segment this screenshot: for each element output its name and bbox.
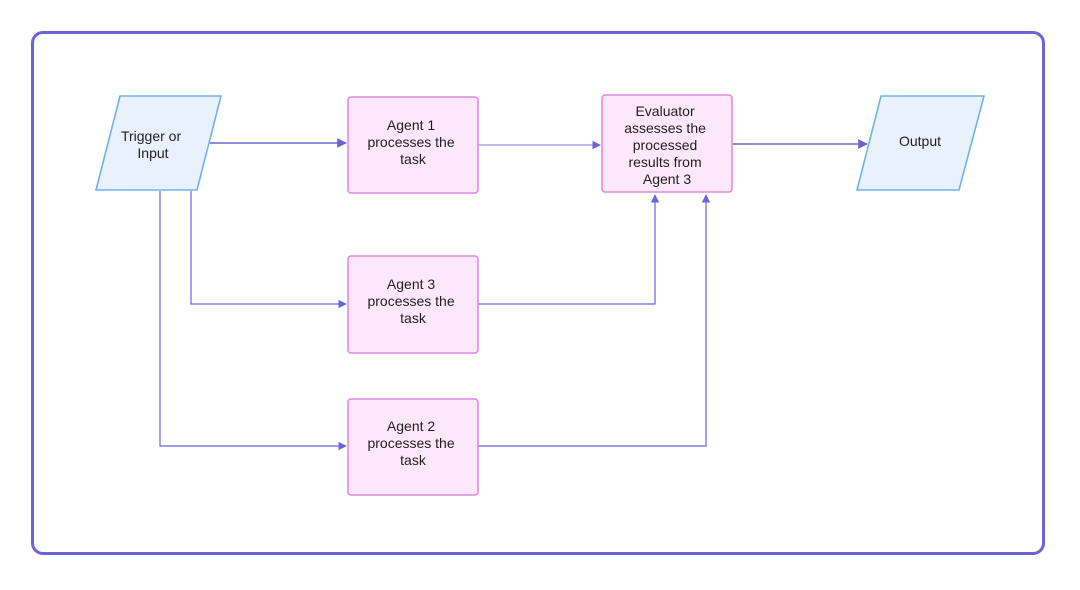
edge-trigger-to-agent2 [159, 191, 347, 451]
agent3-label-line: task [400, 310, 427, 326]
agent2-box [347, 398, 479, 496]
node-trigger: Trigger or Input [94, 95, 223, 191]
output-label-line: Output [899, 133, 941, 149]
trigger-label-line: Trigger or [121, 128, 182, 144]
edges [159, 138, 868, 451]
node-agent1: Agent 1 processes the task [347, 96, 479, 194]
evaluator-label: Evaluator assesses the processed results… [624, 103, 710, 187]
node-evaluator: Evaluator assesses the processed results… [601, 94, 733, 193]
agent3-label-line: Agent 3 [387, 276, 435, 292]
agent2-label: Agent 2 processes the task [367, 418, 458, 468]
agent3-label-line: processes the [367, 293, 454, 309]
agent2-label-line: task [400, 452, 427, 468]
node-agent2: Agent 2 processes the task [347, 398, 479, 496]
evaluator-label-line: results from [628, 154, 701, 170]
agent1-label-line: task [400, 151, 427, 167]
agent1-label-line: Agent 1 [387, 117, 435, 133]
agent2-label-line: processes the [367, 435, 454, 451]
trigger-shape [94, 95, 223, 191]
agent1-box [347, 96, 479, 194]
evaluator-label-line: Agent 3 [643, 171, 691, 187]
agent2-label-line: Agent 2 [387, 418, 435, 434]
agent1-label-line: processes the [367, 134, 454, 150]
agent3-label: Agent 3 processes the task [367, 276, 458, 326]
evaluator-box [601, 94, 733, 193]
trigger-label: Trigger or Input [121, 128, 185, 161]
evaluator-label-line: processed [633, 137, 698, 153]
evaluator-label-line: Evaluator [635, 103, 694, 119]
agent1-label: Agent 1 processes the task [367, 117, 458, 167]
evaluator-label-line: assesses the [624, 120, 706, 136]
node-agent3: Agent 3 processes the task [347, 255, 479, 354]
output-shape [855, 95, 986, 191]
edge-agent2-to-evaluator [478, 194, 711, 447]
edge-agent3-to-evaluator [478, 194, 660, 305]
edge-trigger-to-agent3 [190, 191, 347, 309]
trigger-label-line: Input [137, 145, 168, 161]
agent3-box [347, 255, 479, 354]
output-label: Output [899, 133, 941, 149]
node-output: Output [855, 95, 986, 191]
